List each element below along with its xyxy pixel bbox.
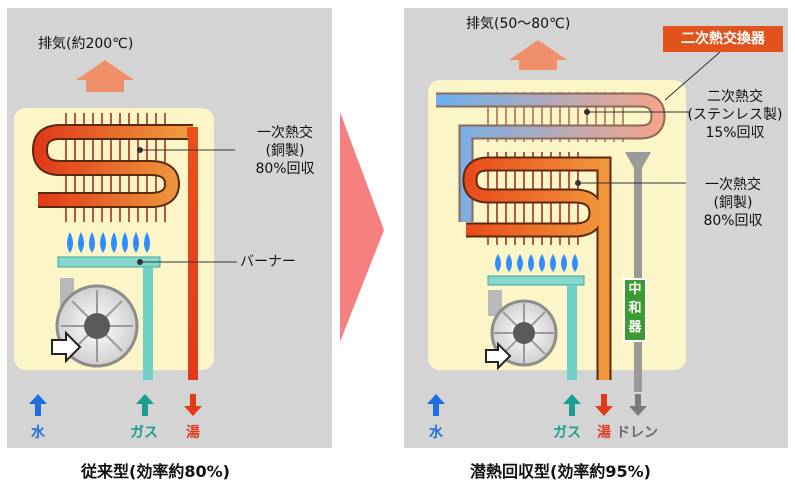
exhaust-label: 排気(約200℃) bbox=[38, 36, 134, 52]
drain-label: ドレン bbox=[616, 425, 658, 441]
flame-icon bbox=[495, 254, 578, 272]
water-label: 水 bbox=[429, 425, 443, 441]
hot-water-out-arrow-icon bbox=[184, 394, 202, 416]
secondary-coil bbox=[436, 94, 664, 222]
conventional-caption: 従来型(効率約80%) bbox=[81, 462, 230, 481]
air-arrow-icon bbox=[51, 330, 82, 364]
flame-icon bbox=[67, 232, 150, 253]
primary-coil bbox=[34, 126, 193, 206]
air-arrow-icon bbox=[485, 341, 512, 371]
water-in-arrow-icon bbox=[427, 394, 445, 416]
neutralizer-label: 中和器 bbox=[623, 278, 647, 342]
gas-in-arrow-icon bbox=[563, 394, 581, 416]
water-label: 水 bbox=[31, 425, 45, 441]
secondary-hx-label: 二次熱交 (ステンレス製) 15%回収 bbox=[687, 89, 783, 141]
leader-lines bbox=[137, 147, 237, 265]
hot-water-out-arrow-icon bbox=[595, 394, 613, 416]
drain-funnel bbox=[625, 152, 651, 168]
drain-out-arrow-icon bbox=[629, 394, 647, 416]
burner bbox=[487, 275, 585, 286]
primary-hx-label: 一次熱交 (銅製) 80%回収 bbox=[703, 177, 763, 229]
fan-housing bbox=[488, 290, 502, 316]
leader-lines bbox=[575, 51, 721, 186]
latent-caption: 潜熱回収型(効率約95%) bbox=[470, 462, 651, 481]
exhaust-arrow-icon bbox=[76, 60, 134, 92]
primary-coil bbox=[464, 158, 610, 380]
burner-label: バーナー bbox=[240, 254, 296, 270]
primary-hx-label: 一次熱交 (銅製) 80%回収 bbox=[255, 125, 315, 177]
conventional-heater bbox=[14, 60, 237, 416]
latent-heater bbox=[427, 40, 721, 416]
hot-water-pipe bbox=[187, 127, 198, 380]
hot-water-label: 湯 bbox=[186, 425, 200, 441]
secondary-hx-tag: 二次熱交換器 bbox=[663, 26, 783, 52]
transition-arrow-icon bbox=[340, 112, 384, 342]
water-in-arrow-icon bbox=[29, 394, 47, 416]
exhaust-arrow-icon bbox=[509, 40, 567, 70]
exhaust-label: 排気(50〜80℃) bbox=[466, 16, 571, 32]
hot-water-label: 湯 bbox=[597, 425, 611, 441]
gas-label: ガス bbox=[553, 425, 581, 441]
gas-in-arrow-icon bbox=[136, 394, 154, 416]
gas-label: ガス bbox=[130, 425, 158, 441]
